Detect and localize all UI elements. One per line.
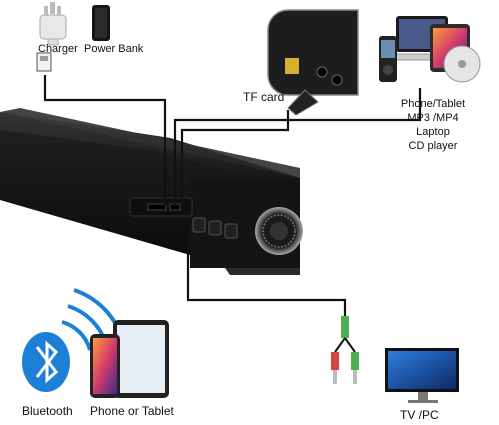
cables (43, 75, 422, 316)
tf-card-label: TF card (243, 90, 285, 104)
mp3-player-icon (379, 36, 397, 82)
tv-pc-label: TV /PC (400, 408, 439, 422)
device-item: Laptop (416, 126, 450, 138)
monitor-icon (385, 348, 459, 403)
power-bank-label: Power Bank (84, 43, 144, 55)
device-item: CD player (408, 140, 458, 152)
tablet-icon (113, 320, 169, 398)
soundbar (0, 108, 303, 275)
bluetooth-label: Bluetooth (22, 404, 73, 418)
cd-player-icon (443, 45, 481, 83)
charger-label: Charger (38, 43, 78, 55)
usb-cable-icon (36, 52, 52, 72)
plug-icon (39, 2, 67, 46)
bluetooth-icon (22, 332, 70, 392)
audio-jack-icon (287, 89, 319, 116)
tf-card-closeup (267, 9, 359, 116)
rca-jacks (331, 316, 359, 384)
phone-icon (90, 334, 120, 398)
power-bank-icon (92, 5, 110, 41)
devices-list: Phone/Tablet MP3 /MP4 Laptop CD player (398, 97, 468, 153)
phone-or-tablet-label: Phone or Tablet (90, 404, 174, 418)
device-item: Phone/Tablet (400, 98, 466, 110)
device-item: MP3 /MP4 (407, 112, 459, 124)
